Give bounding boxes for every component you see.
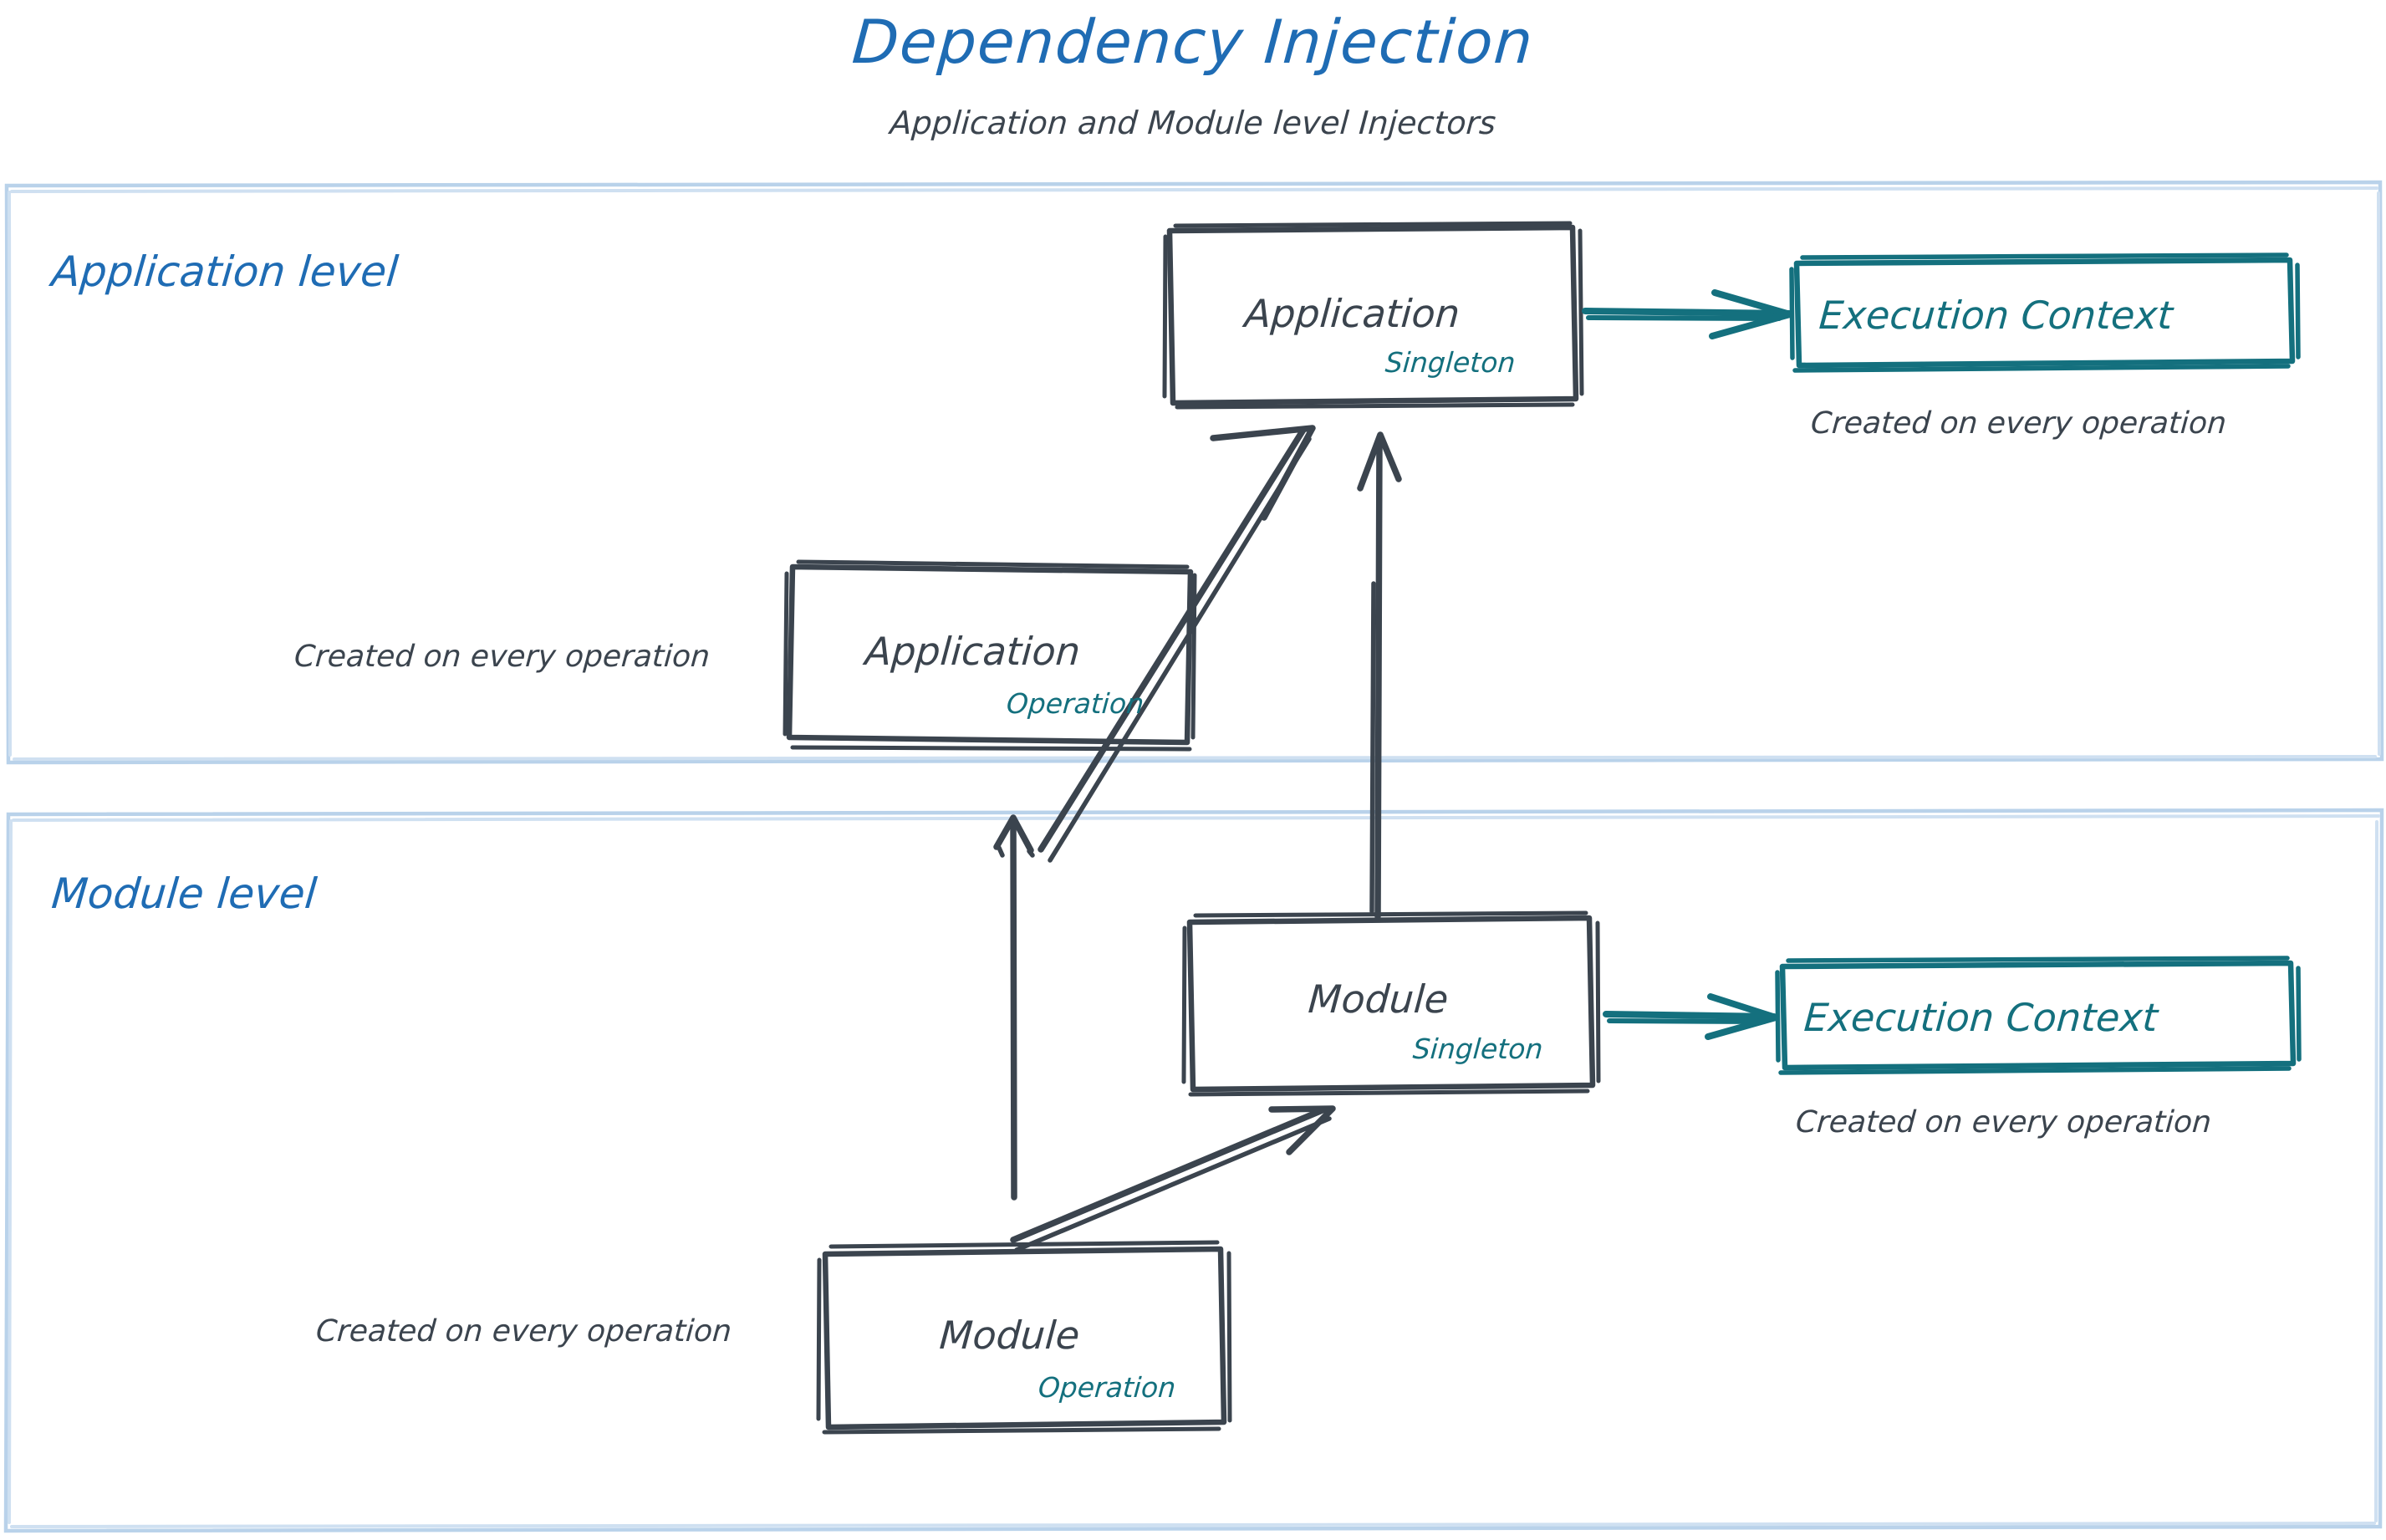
note-app-exec-context: Created on every operation [1809,406,2228,441]
edge-app-operation-to-app-singleton [1038,425,1316,863]
page-title: Dependency Injection [849,7,1537,77]
edge-module-singleton-to-app-singleton [1357,431,1402,920]
module-operation-title: Module [938,1313,1082,1358]
edge-app-singleton-to-exec-context [1582,289,1793,339]
note-app-operation: Created on every operation [293,640,711,674]
module-singleton-title: Module [1307,977,1450,1022]
module-singleton-scope: Singleton [1411,1033,1544,1065]
module-level-panel-border [3,808,2384,1533]
edge-module-singleton-to-exec-context [1603,993,1779,1040]
application-singleton-title: Application [1243,291,1461,336]
application-operation-scope: Operation [1005,687,1145,720]
execution-context-module-title: Execution Context [1802,995,2159,1040]
edge-module-operation-to-module-singleton [1010,1105,1336,1252]
section-label-module-level: Module level [49,869,319,918]
module-operation-scope: Operation [1037,1371,1177,1404]
note-module-operation: Created on every operation [314,1314,733,1349]
note-module-exec-context: Created on every operation [1794,1105,2213,1140]
application-operation-title: Application [864,629,1082,674]
edge-module-operation-to-app-operation [993,814,1035,1201]
section-label-application-level: Application level [49,247,400,296]
execution-context-app-title: Execution Context [1818,293,2174,338]
application-singleton-scope: Singleton [1384,346,1517,379]
page-subtitle: Application and Module level Injectors [889,105,1497,141]
